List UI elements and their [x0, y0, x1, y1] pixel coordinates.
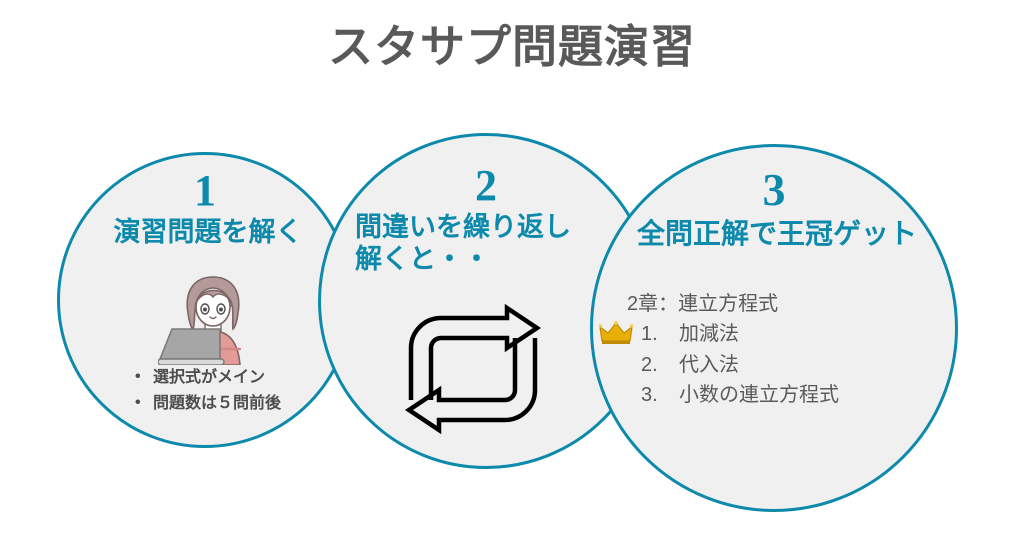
step-3-content: 3 全問正解で王冠ゲット 2章：連立方程式 1. 加減法 2.	[593, 147, 955, 509]
step-3-problem-list: 1. 加減法 2. 代入法 3. 小数の連立方程式	[593, 319, 961, 410]
list-item: 2. 代入法	[627, 350, 961, 380]
list-item-index: 3.	[641, 384, 658, 407]
step-3-heading: 全問正解で王冠ゲット	[636, 218, 917, 249]
step-circle-1: 1 演習問題を解く	[57, 152, 353, 448]
step-2-content: 2 間違いを繰り返し 解くと・・	[321, 136, 651, 466]
girl-at-laptop-illustration	[158, 276, 242, 365]
list-item-label: 加減法	[679, 323, 739, 346]
step-2-number: 2	[475, 161, 497, 210]
list-item-label: 代入法	[679, 353, 739, 376]
page-title: スタサプ問題演習	[327, 21, 696, 72]
step-1-bullet-list: 選択式がメイン 問題数は５問前後	[60, 364, 356, 417]
step-3-body: 2章：連立方程式 1. 加減法 2. 代入法	[593, 289, 961, 411]
list-item: 3. 小数の連立方程式	[627, 380, 961, 410]
step-3-number: 3	[762, 164, 786, 215]
step-2-heading-line-1: 間違いを繰り返し	[355, 212, 571, 242]
step-1-heading: 演習問題を解く	[113, 217, 303, 247]
step-2-heading-line-2: 解くと・・	[355, 243, 490, 274]
crown-icon	[599, 321, 633, 345]
step-1-number: 1	[194, 166, 216, 215]
step-1-content: 1 演習問題を解く	[60, 155, 350, 445]
chapter-label: 2章：連立方程式	[627, 293, 779, 315]
list-item-label: 小数の連立方程式	[679, 384, 839, 407]
list-item-index: 2.	[641, 353, 658, 376]
step-2-heading: 間違いを繰り返し 解くと・・	[355, 212, 625, 276]
list-item: 問題数は５問前後	[135, 390, 281, 417]
list-item: 選択式がメイン	[135, 364, 281, 391]
list-item-index: 1.	[641, 323, 658, 346]
step-circle-3: 3 全問正解で王冠ゲット 2章：連立方程式 1. 加減法 2.	[590, 144, 958, 512]
repeat-loop-icon	[404, 304, 542, 434]
list-item: 1. 加減法	[599, 319, 961, 349]
